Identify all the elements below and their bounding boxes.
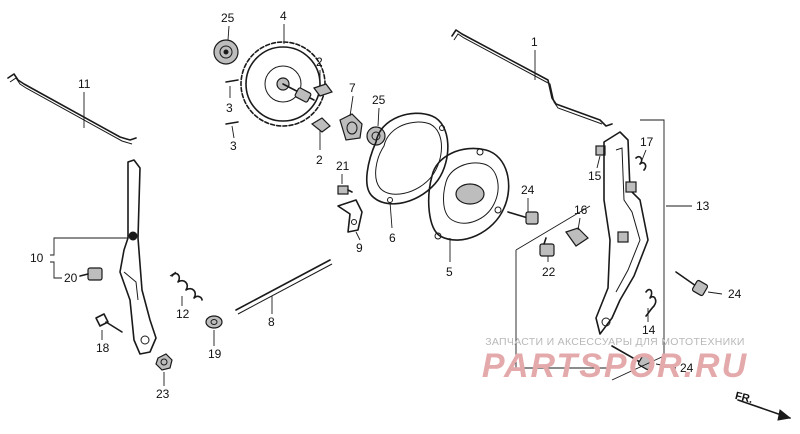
callout-5: 5 [446, 265, 453, 279]
callout-3: 3 [230, 139, 237, 153]
callout-6: 6 [389, 231, 396, 245]
part-19-collar [205, 315, 223, 329]
part-15-bolt [595, 145, 606, 156]
callout-22: 22 [542, 265, 556, 279]
part-24-bolt-upper [507, 211, 539, 225]
callout-8: 8 [268, 315, 275, 329]
part-13-plate [595, 131, 649, 335]
callout-16: 16 [574, 203, 588, 217]
part-16-clip [565, 227, 589, 247]
callout-9: 9 [356, 241, 363, 255]
part-22-screw [539, 237, 555, 257]
callout-11: 11 [78, 77, 91, 91]
part-20-screw [79, 267, 103, 281]
callout-13: 13 [696, 199, 710, 213]
part-25-bearing-top [213, 39, 239, 65]
callout-18: 18 [96, 341, 110, 355]
callout-12: 12 [176, 307, 190, 321]
part-18-clip [95, 313, 123, 333]
callout-3: 3 [226, 101, 233, 115]
subassembly-13-outline [515, 119, 665, 381]
part-3-pins [225, 79, 239, 125]
callout-17: 17 [640, 135, 654, 149]
callout-10: 10 [30, 251, 44, 265]
part-24-bolt-lower [611, 345, 655, 371]
callout-2: 2 [316, 55, 323, 69]
callout-14: 14 [642, 323, 656, 337]
callout-24: 24 [680, 361, 694, 375]
leader-lines [50, 24, 723, 386]
callout-2: 2 [316, 153, 323, 167]
part-9-bracket [337, 199, 363, 233]
callout-24: 24 [521, 183, 535, 197]
part-8-rod [235, 259, 333, 315]
front-direction-arrow [737, 399, 792, 421]
callout-19: 19 [208, 347, 222, 361]
part-12-spring [169, 271, 203, 301]
part-1-wire [451, 29, 613, 127]
part-14-spring [645, 288, 657, 317]
callout-1: 1 [531, 35, 538, 49]
callout-25: 25 [221, 11, 235, 25]
part-7-bushing [339, 113, 363, 141]
callout-25: 25 [372, 93, 386, 107]
part-17-spring [635, 155, 647, 171]
part-23-nut [155, 353, 173, 371]
callout-labels: 1 2 2 3 3 4 5 6 7 8 9 10 11 12 13 14 15 … [30, 9, 742, 401]
part-10-lever [119, 159, 157, 355]
part-21-bolt [337, 185, 353, 195]
callout-15: 15 [588, 169, 602, 183]
part-2-cams [310, 83, 333, 133]
callout-7: 7 [349, 81, 356, 95]
callout-24: 24 [728, 287, 742, 301]
part-5-cover [427, 147, 510, 241]
callout-23: 23 [156, 387, 170, 401]
part-4-gear [240, 41, 326, 127]
part-24-bolt-right [675, 271, 709, 297]
callout-20: 20 [64, 271, 78, 285]
callout-21: 21 [336, 159, 350, 173]
callout-4: 4 [280, 9, 287, 23]
part-11-wire [7, 73, 137, 145]
